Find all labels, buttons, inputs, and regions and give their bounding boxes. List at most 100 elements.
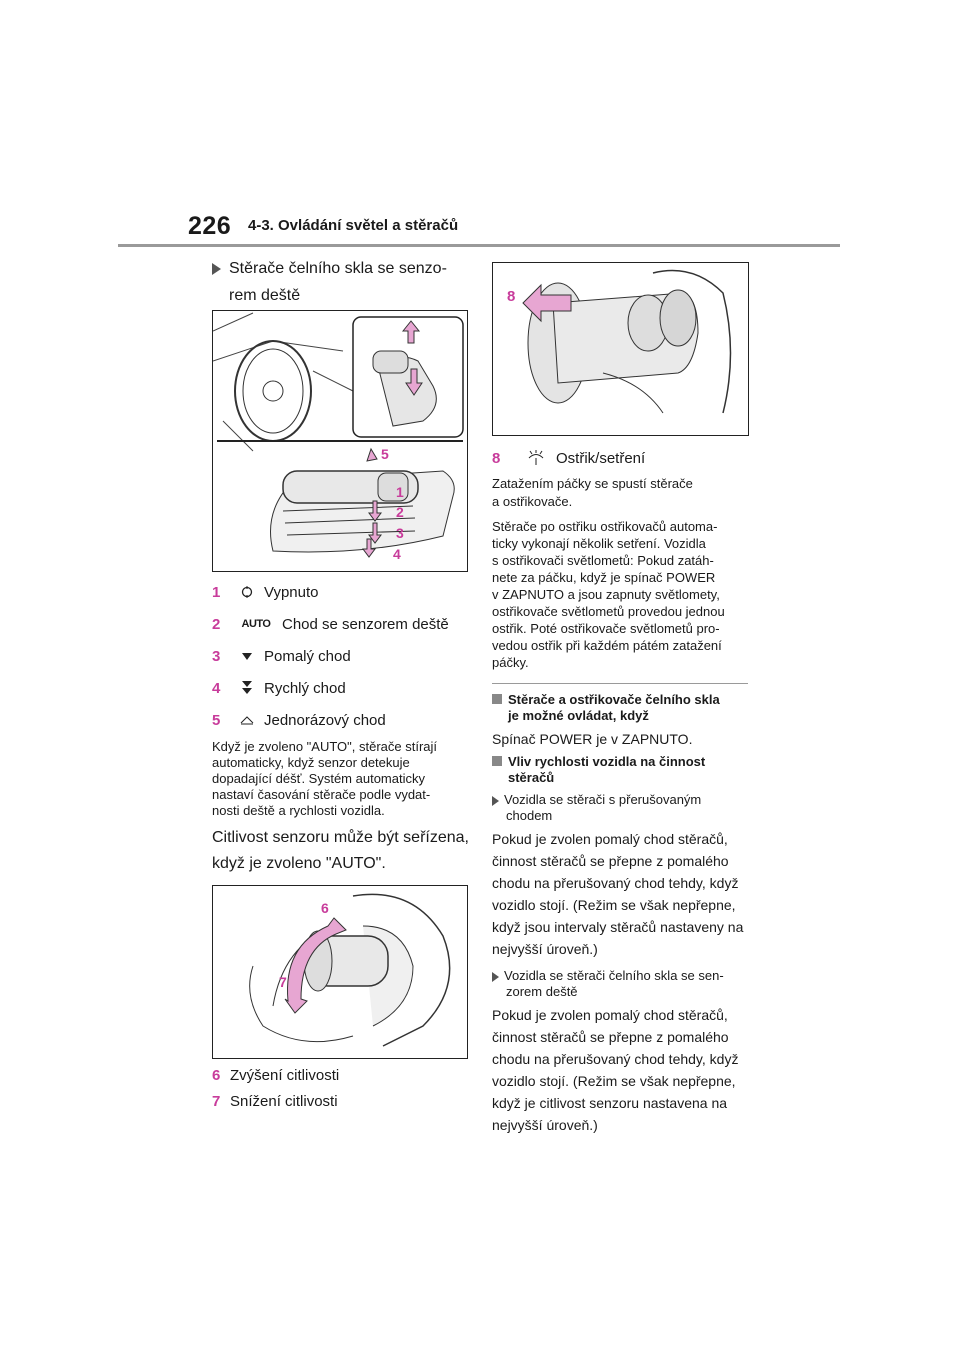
text-line: Vozidla se stěrači čelního skla se sen-	[504, 968, 724, 983]
mode-item-slow: 3 Pomalý chod	[212, 640, 472, 672]
text-line: v ZAPNUTO a jsou zapnuty světlomety,	[492, 587, 720, 602]
mode-item-washer: 8 Ostřik/setření	[492, 442, 752, 474]
square-bullet-icon	[492, 694, 502, 704]
washer-item: 8 Ostřik/setření	[492, 442, 752, 474]
sub-text-intermittent: Pokud je zvolen pomalý chod stěračů, čin…	[492, 828, 754, 960]
text-line: Stěrače po ostřiku ostřikovačů automa-	[492, 519, 718, 534]
item-label: Jednorázový chod	[264, 711, 386, 729]
mode-item-mist: 5 Jednorázový chod	[212, 704, 472, 736]
sub-title-intermittent: Vozidla se stěrači s přerušovaným chodem	[492, 792, 754, 824]
sensitivity-item-increase: 6 Zvýšení citlivosti	[212, 1062, 472, 1088]
text-line: nete za páčku, když je spínač POWER	[492, 570, 716, 585]
item-number: 3	[212, 647, 221, 665]
triangle-bullet-icon	[492, 971, 499, 982]
washer-icon	[522, 450, 550, 466]
text-line: zorem deště	[506, 984, 578, 999]
text-line: nosti deště a rychlosti vozidla.	[212, 803, 385, 818]
text-line: činnost stěračů se přepne z pomalého	[492, 853, 729, 869]
triangle-bullet-icon	[212, 262, 221, 275]
item-number: 7	[212, 1092, 221, 1110]
triangle-bullet-icon	[492, 795, 499, 806]
text-line: činnost stěračů se přepne z pomalého	[492, 1029, 729, 1045]
text-line: nastaví časování stěrače podle vydat-	[212, 787, 431, 802]
text-line: a ostřikovače.	[492, 494, 573, 509]
text-line: když je zvoleno "AUTO".	[212, 855, 386, 872]
fig1-label-3: 3	[396, 525, 404, 541]
fig1-label-5: 5	[381, 446, 389, 462]
text-line: Zatažením páčky se spustí stěrače	[492, 476, 693, 491]
text-line: páčky.	[492, 655, 529, 670]
text-line: Když je zvoleno "AUTO", stěrače stírají	[212, 739, 438, 754]
text-line: Pokud je zvolen pomalý chod stěračů,	[492, 1007, 728, 1023]
text-line: Vozidla se stěrači s přerušovaným	[504, 792, 702, 807]
mode-item-off: 1 Vypnuto	[212, 576, 472, 608]
mode-item-auto: 2 AUTO Chod se senzorem deště	[212, 608, 472, 640]
header-rule	[118, 244, 840, 247]
item-label: Rychlý chod	[264, 679, 346, 697]
section-title: 4-3. Ovládání světel a stěračů	[248, 217, 459, 234]
square-bullet-icon	[492, 756, 502, 766]
note-speed-effect: Vliv rychlosti vozidla na činnost stěrač…	[492, 754, 754, 1136]
wiper-lever-illustration	[212, 312, 464, 558]
text-line: nejvyšší úroveň.)	[492, 1117, 598, 1133]
fig1-label-2: 2	[396, 504, 404, 520]
mist-icon	[236, 715, 258, 725]
item-label: Vypnuto	[264, 583, 319, 601]
page-number: 226	[188, 212, 232, 240]
note-text: Spínač POWER je v ZAPNUTO.	[492, 731, 693, 747]
note-title: Vliv rychlosti vozidla na činnost stěrač…	[492, 754, 754, 786]
auto-icon: AUTO	[241, 618, 271, 630]
note-title: Stěrače a ostřikovače čelního skla je mo…	[492, 692, 754, 724]
sensitivity-ring-illustration	[249, 893, 451, 1047]
mode-list: 1 Vypnuto 2 AUTO Chod se senzorem deště …	[212, 576, 472, 736]
washer-para-2: Stěrače po ostřiku ostřikovačů automa- t…	[492, 518, 754, 671]
text-line: chodu na přerušovaný chod tehdy, když	[492, 875, 739, 891]
mode-item-fast: 4 Rychlý chod	[212, 672, 472, 704]
item-number: 8	[492, 449, 501, 467]
sub-text-rain-sensor: Pokud je zvolen pomalý chod stěračů, čin…	[492, 1004, 754, 1136]
note-operating-conditions: Stěrače a ostřikovače čelního skla je mo…	[492, 692, 754, 750]
text-line: Pokud je zvolen pomalý chod stěračů,	[492, 831, 728, 847]
text-line: vozidlo stojí. (Režim se však nepřepne,	[492, 897, 736, 913]
fig1-label-4: 4	[393, 546, 401, 562]
item-label: Pomalý chod	[264, 647, 351, 665]
text-line: ostřik. Poté ostřikovače světlometů pro-	[492, 621, 720, 636]
text-line: ticky vykonají několik setření. Vozidla	[492, 536, 706, 551]
off-icon	[236, 586, 258, 598]
sub-title-rain-sensor: Vozidla se stěrači čelního skla se sen- …	[492, 968, 754, 1000]
text-line: vozidlo stojí. (Režim se však nepřepne,	[492, 1073, 736, 1089]
washer-pull-illustration	[522, 269, 732, 414]
fig3-label-8: 8	[507, 288, 516, 305]
sensitivity-description: Citlivost senzoru může být seřízena, kdy…	[212, 825, 474, 877]
heading-line-1: Stěrače čelního skla se senzo-	[229, 260, 447, 277]
item-label: Zvýšení citlivosti	[230, 1066, 340, 1084]
item-number: 4	[212, 679, 221, 697]
item-number: 1	[212, 583, 221, 601]
text-line: nejvyšší úroveň.)	[492, 941, 598, 957]
sensitivity-item-decrease: 7 Snížení citlivosti	[212, 1088, 472, 1114]
text-line: stěračů	[508, 770, 555, 785]
text-line: automaticky, když senzor detekuje	[212, 755, 410, 770]
item-label: Snížení citlivosti	[230, 1092, 338, 1110]
figure-sensitivity-ring: 6 7	[212, 885, 468, 1059]
item-number: 6	[212, 1066, 221, 1084]
text-line: když jsou intervaly stěračů nastaveny na	[492, 919, 744, 935]
heading-line-2: rem deště	[229, 287, 301, 304]
text-line: dopadající déšť. Systém automaticky	[212, 771, 425, 786]
double-down-arrow-icon	[236, 680, 258, 696]
auto-description: Když je zvoleno "AUTO", stěrače stírají …	[212, 739, 472, 819]
fig1-label-1: 1	[396, 484, 404, 500]
fig2-label-7: 7	[279, 974, 287, 990]
figure-washer-pull: 8	[492, 262, 749, 436]
text-line: vedou ostřik při každém pátém zatažení	[492, 638, 722, 653]
single-down-arrow-icon	[236, 651, 258, 661]
text-line: s ostřikovači světlometů: Pokud zatáh-	[492, 553, 714, 568]
item-number: 5	[212, 711, 221, 729]
text-line: ostřikovače světlometů provedou jednou	[492, 604, 725, 619]
figure-wiper-lever-modes: 5 1 2 3 4	[212, 310, 468, 572]
text-line: Stěrače a ostřikovače čelního skla	[508, 692, 720, 707]
section-divider	[492, 683, 748, 684]
text-line: je možné ovládat, když	[508, 708, 649, 723]
item-label: Ostřik/setření	[556, 449, 646, 467]
text-line: Citlivost senzoru může být seřízena,	[212, 829, 469, 846]
